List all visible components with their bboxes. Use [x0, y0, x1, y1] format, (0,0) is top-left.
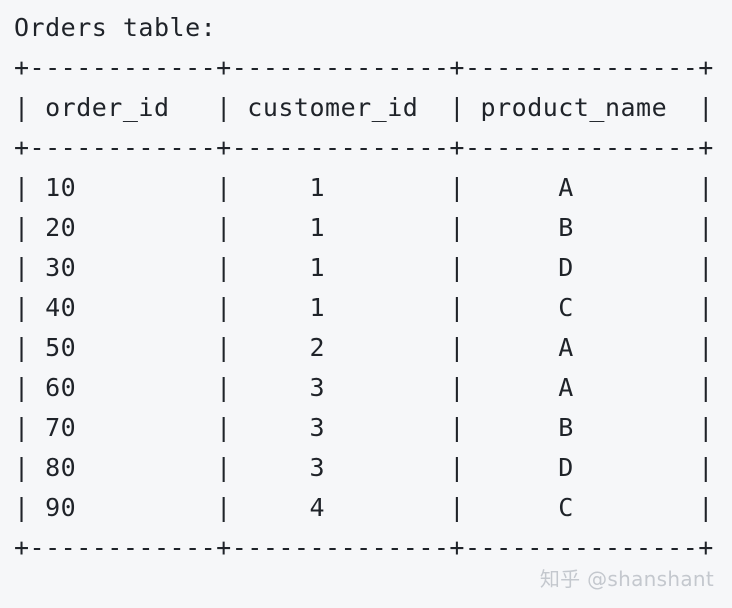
- table-row: | 80 | 3 | D |: [14, 453, 714, 482]
- table-caption: Orders table:: [14, 13, 217, 42]
- table-row: | 40 | 1 | C |: [14, 293, 714, 322]
- table-row: | 10 | 1 | A |: [14, 173, 714, 202]
- watermark: 知乎 @shanshant: [539, 567, 714, 591]
- table-row: | 60 | 3 | A |: [14, 373, 714, 402]
- table-border-bottom: +------------+--------------+-----------…: [14, 533, 714, 562]
- table-header-row: | order_id | customer_id | product_name …: [14, 93, 714, 122]
- table-row: | 50 | 2 | A |: [14, 333, 714, 362]
- table-row: | 90 | 4 | C |: [14, 493, 714, 522]
- table-row: | 70 | 3 | B |: [14, 413, 714, 442]
- table-border-mid: +------------+--------------+-----------…: [14, 133, 714, 162]
- table-row: | 20 | 1 | B |: [14, 213, 714, 242]
- table-row: | 30 | 1 | D |: [14, 253, 714, 282]
- table-border-top: +------------+--------------+-----------…: [14, 53, 714, 82]
- code-block: Orders table: +------------+-------------…: [14, 8, 714, 568]
